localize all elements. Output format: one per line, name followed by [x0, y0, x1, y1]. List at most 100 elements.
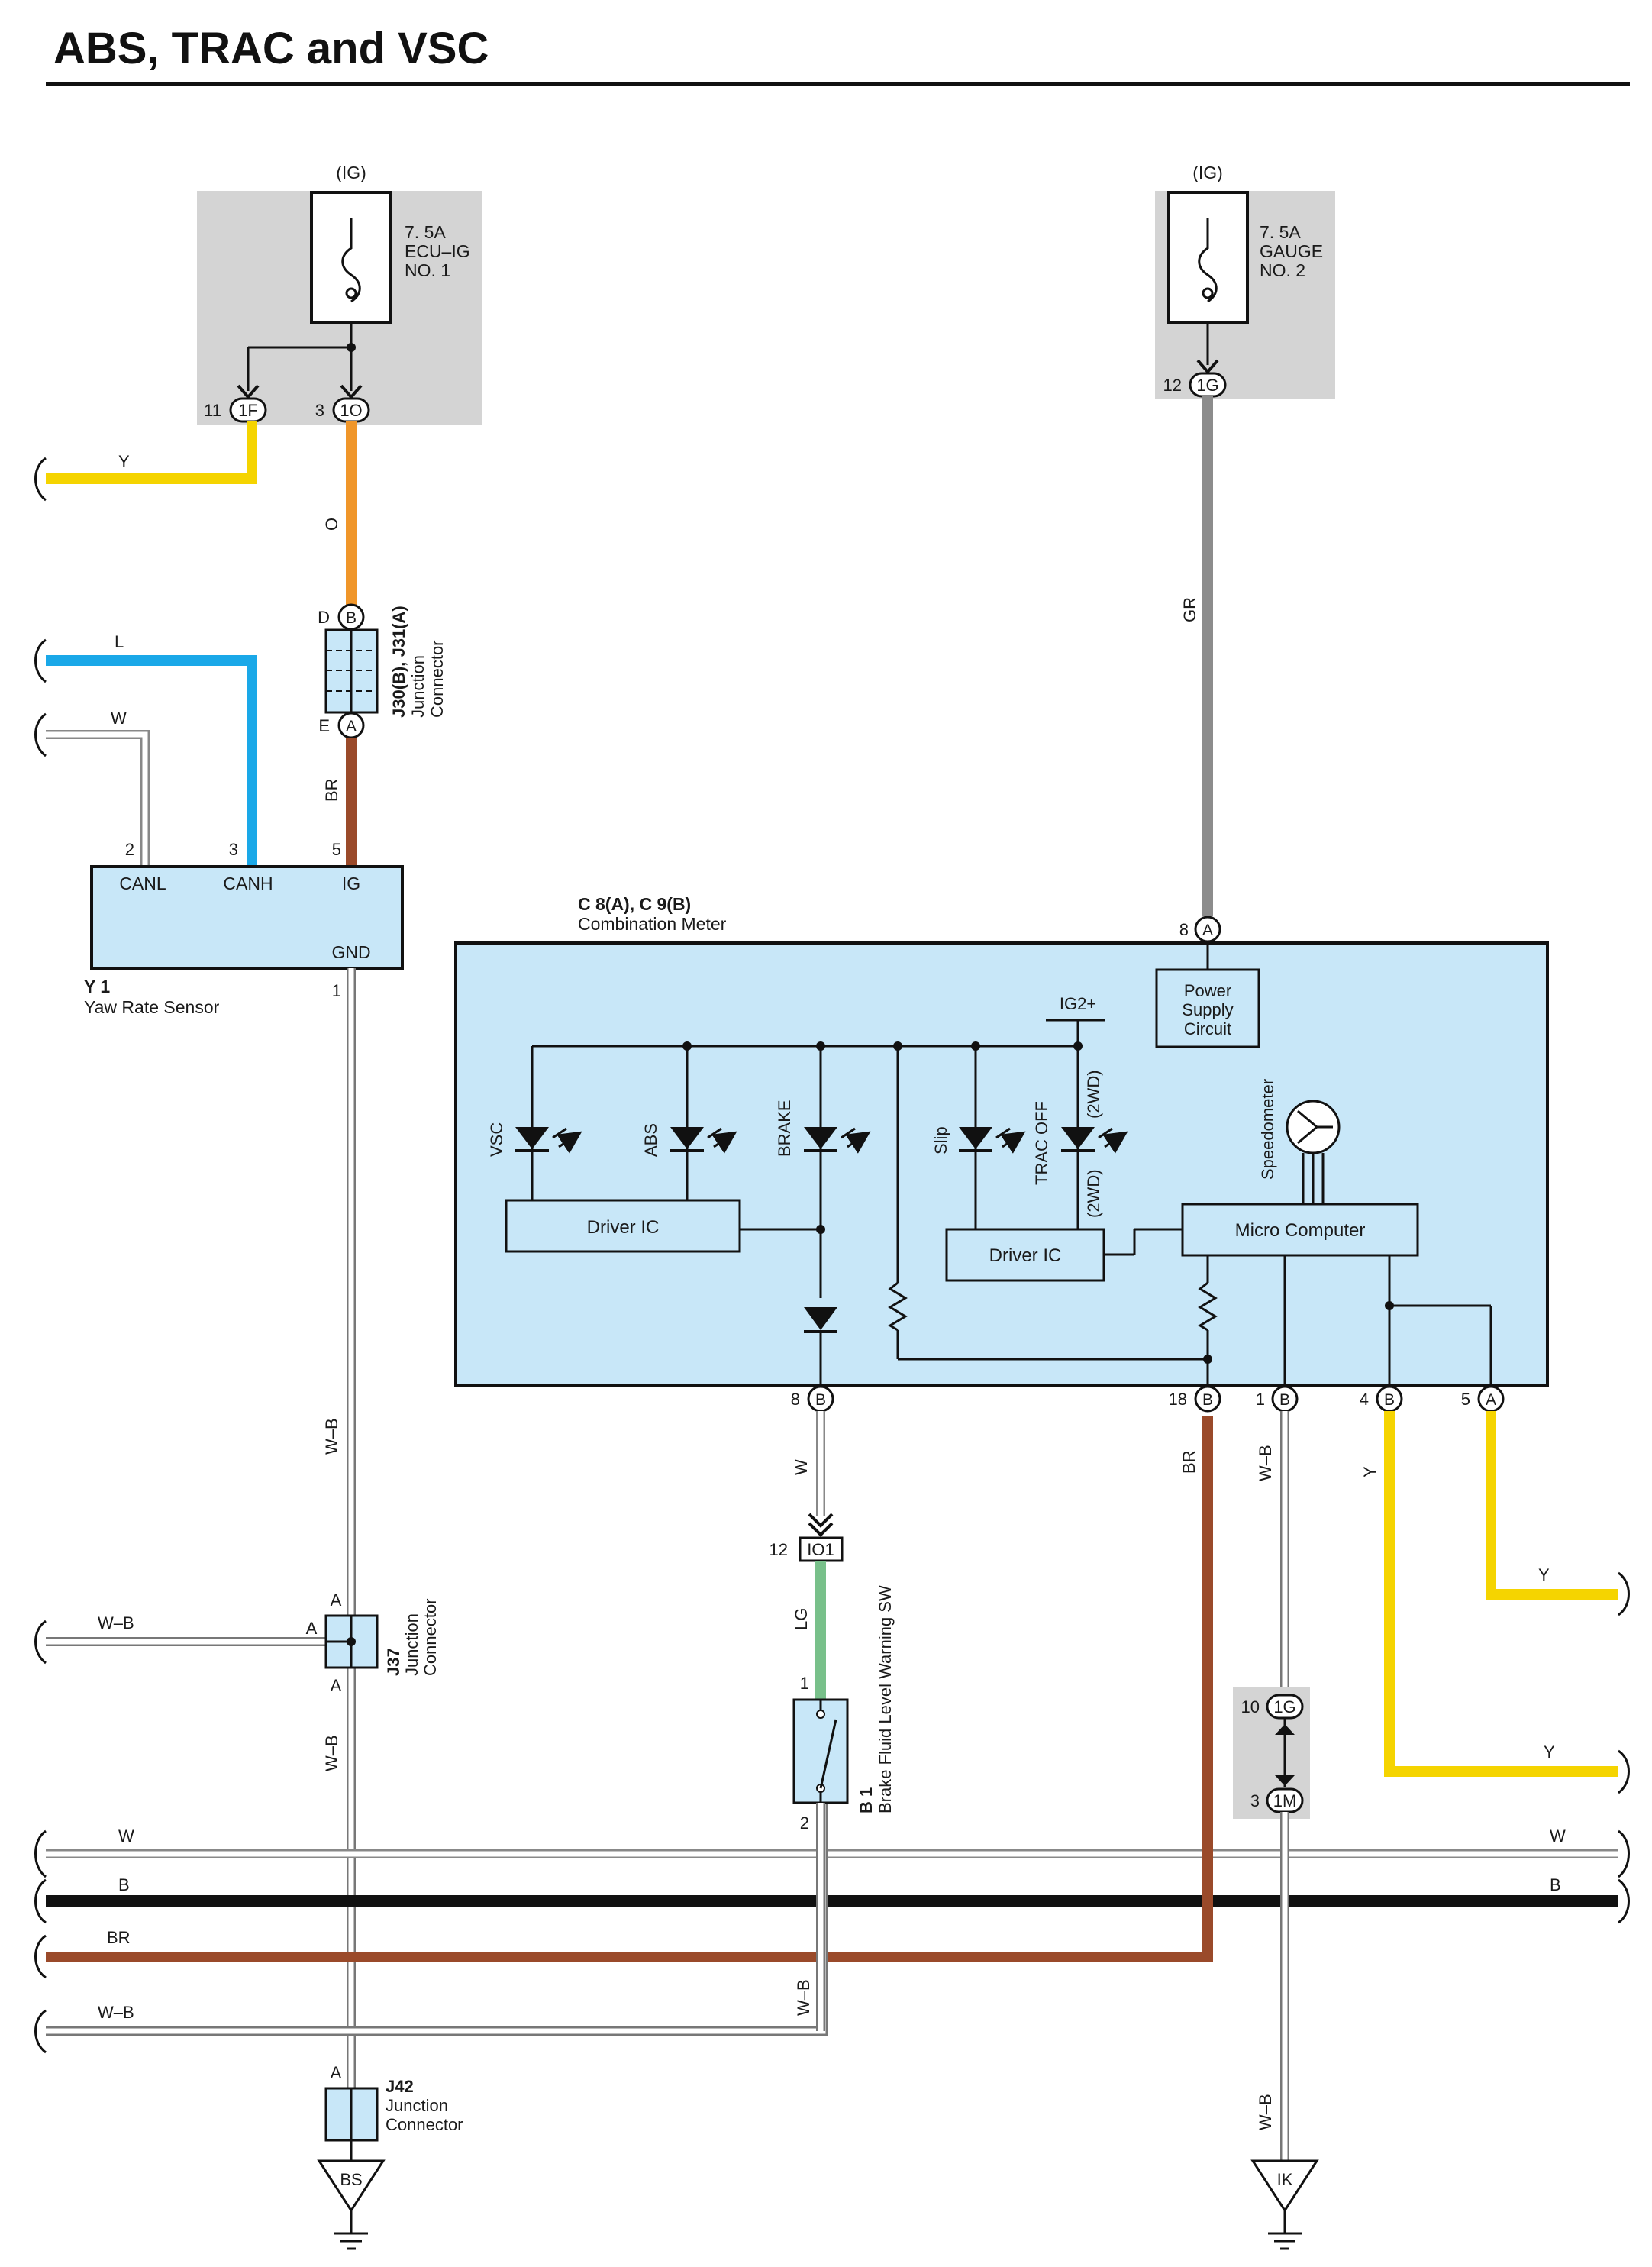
wire-label: W	[792, 1459, 811, 1475]
connector-pin: 11	[204, 401, 221, 420]
resistor-icon	[1198, 1281, 1218, 1332]
junction-top-pin: D	[318, 608, 330, 627]
break-mark-icon	[34, 1878, 47, 1924]
led-vsc-icon	[515, 1127, 573, 1151]
power-label-2: Supply	[1182, 1000, 1233, 1019]
led-label: Slip	[931, 1126, 950, 1154]
junction-bot-code: A	[346, 718, 357, 735]
wire-label: L	[115, 632, 124, 651]
led-label: ABS	[641, 1123, 660, 1157]
component-code: Y 1	[84, 977, 110, 996]
connector-code: 1G	[1196, 376, 1218, 395]
led-trac-off-icon	[1061, 1127, 1118, 1151]
pin-letter: A	[331, 1590, 342, 1610]
terminal-label: GND	[331, 942, 370, 962]
wire-label: W	[111, 709, 127, 728]
wire-y-meter-4b	[1384, 1411, 1618, 1777]
break-mark-icon	[34, 457, 47, 502]
diode-icon	[804, 1307, 837, 1330]
wire-label: Y	[1538, 1565, 1550, 1584]
junction-sub2: Connector	[428, 640, 447, 718]
wire-label: Y	[1360, 1466, 1379, 1477]
junction-name: J42	[386, 2077, 414, 2096]
wire-label: W–B	[1256, 2094, 1275, 2130]
component-code: B 1	[857, 1787, 876, 1813]
component-name: Brake Fluid Level Warning SW	[876, 1585, 895, 1813]
pin-code: B	[815, 1391, 826, 1409]
fuse-box	[310, 191, 392, 324]
pin-number: 5	[332, 840, 341, 859]
wire-label: W–B	[322, 1735, 341, 1771]
micro-label: Micro Computer	[1235, 1220, 1366, 1241]
pin-letter: A	[306, 1619, 318, 1638]
connector-IO1: IO1 12	[770, 1513, 844, 1562]
break-mark-icon	[1618, 1749, 1630, 1794]
pin-number: 2	[800, 1813, 809, 1833]
fuse-supply-label: (IG)	[336, 163, 366, 182]
wire-label: B	[1550, 1875, 1561, 1894]
wire-label: GR	[1180, 597, 1199, 622]
junction-j37: A A A J37 Junction Connector	[306, 1590, 440, 1695]
ground-bs: BS	[317, 2140, 386, 2250]
pin-code: A	[1202, 922, 1213, 939]
driver-ic-1	[505, 1199, 741, 1253]
pin-number: 4	[1360, 1390, 1369, 1409]
wd-label-upper: (2WD)	[1084, 1070, 1103, 1119]
fuse-panel-gauge: (IG) 7. 5A GAUGE NO. 2	[1155, 163, 1335, 399]
connector-code: 1F	[238, 401, 258, 420]
fuse-panel-ecu-ig: (IG) 7. 5A ECU–IG NO. 1	[197, 163, 482, 425]
connector-arrow-icon	[808, 1513, 834, 1537]
wire-label: O	[322, 518, 341, 531]
break-mark-icon	[34, 2009, 47, 2054]
fuse-name-line1: GAUGE	[1260, 241, 1323, 261]
junction-sub2: Connector	[386, 2115, 463, 2134]
break-mark-icon	[34, 1620, 47, 1665]
fuse-rating: 7. 5A	[405, 222, 446, 242]
led-brake-icon	[804, 1127, 861, 1151]
fuse-rating: 7. 5A	[1260, 222, 1301, 242]
led-label: TRAC OFF	[1032, 1101, 1051, 1185]
power-label-1: Power	[1184, 981, 1231, 1000]
pin-number: 3	[229, 840, 238, 859]
wire-label: W–B	[322, 1418, 341, 1455]
fuse-name-line1: ECU–IG	[405, 241, 470, 261]
junction-sub1: Junction	[408, 655, 428, 718]
fuse-name-line2: NO. 1	[405, 260, 450, 280]
wire-y-top	[46, 421, 257, 484]
connector-pin: 12	[770, 1540, 788, 1559]
wire-label: W	[118, 1826, 134, 1846]
connector-code: 1O	[340, 401, 362, 420]
wd-label-lower: (2WD)	[1084, 1169, 1103, 1218]
connector-1G-1M: 1G 10 1M 3	[1233, 1687, 1310, 1819]
break-mark-icon	[34, 712, 47, 757]
terminal-label: IG	[342, 874, 360, 893]
yaw-rate-sensor: CANL CANH IG GND 2 3 5 1 Y 1 Yaw Rate Se…	[84, 840, 404, 1017]
terminal-label: CANH	[223, 874, 273, 893]
pin-number: 8	[791, 1390, 800, 1409]
pin-number: 1	[332, 981, 341, 1000]
wire-label: Y	[118, 452, 130, 471]
junction-top-code: B	[346, 609, 357, 627]
junction-sub1: Junction	[402, 1613, 421, 1676]
connector-1G-top: 1G 12	[1163, 359, 1227, 398]
fuse-name-line2: NO. 2	[1260, 260, 1305, 280]
pin-number: 8	[1179, 920, 1189, 939]
resistor-icon	[888, 1281, 908, 1332]
wire-label: W–B	[98, 1613, 134, 1632]
junction-j42: A J42 Junction Connector	[324, 2063, 463, 2142]
bus-wire-br	[46, 1416, 1213, 1962]
pin-number: 18	[1169, 1390, 1187, 1409]
power-label-3: Circuit	[1184, 1019, 1231, 1038]
fuse-icon	[1198, 218, 1218, 303]
ground-triangle-icon	[1250, 2159, 1319, 2213]
led-abs-icon	[670, 1127, 728, 1151]
micro-computer	[1181, 1203, 1419, 1257]
connector-arrow-icon	[1275, 1775, 1295, 1786]
fuse-box	[1167, 191, 1249, 324]
pin-letter: A	[331, 1676, 342, 1695]
driver-ic-label: Driver IC	[989, 1245, 1062, 1266]
connector-arrow-icon	[1275, 1724, 1295, 1735]
junction-sub2: Connector	[421, 1598, 440, 1676]
ground-ik: IK	[1250, 2159, 1319, 2250]
terminal-label: CANL	[119, 874, 166, 893]
